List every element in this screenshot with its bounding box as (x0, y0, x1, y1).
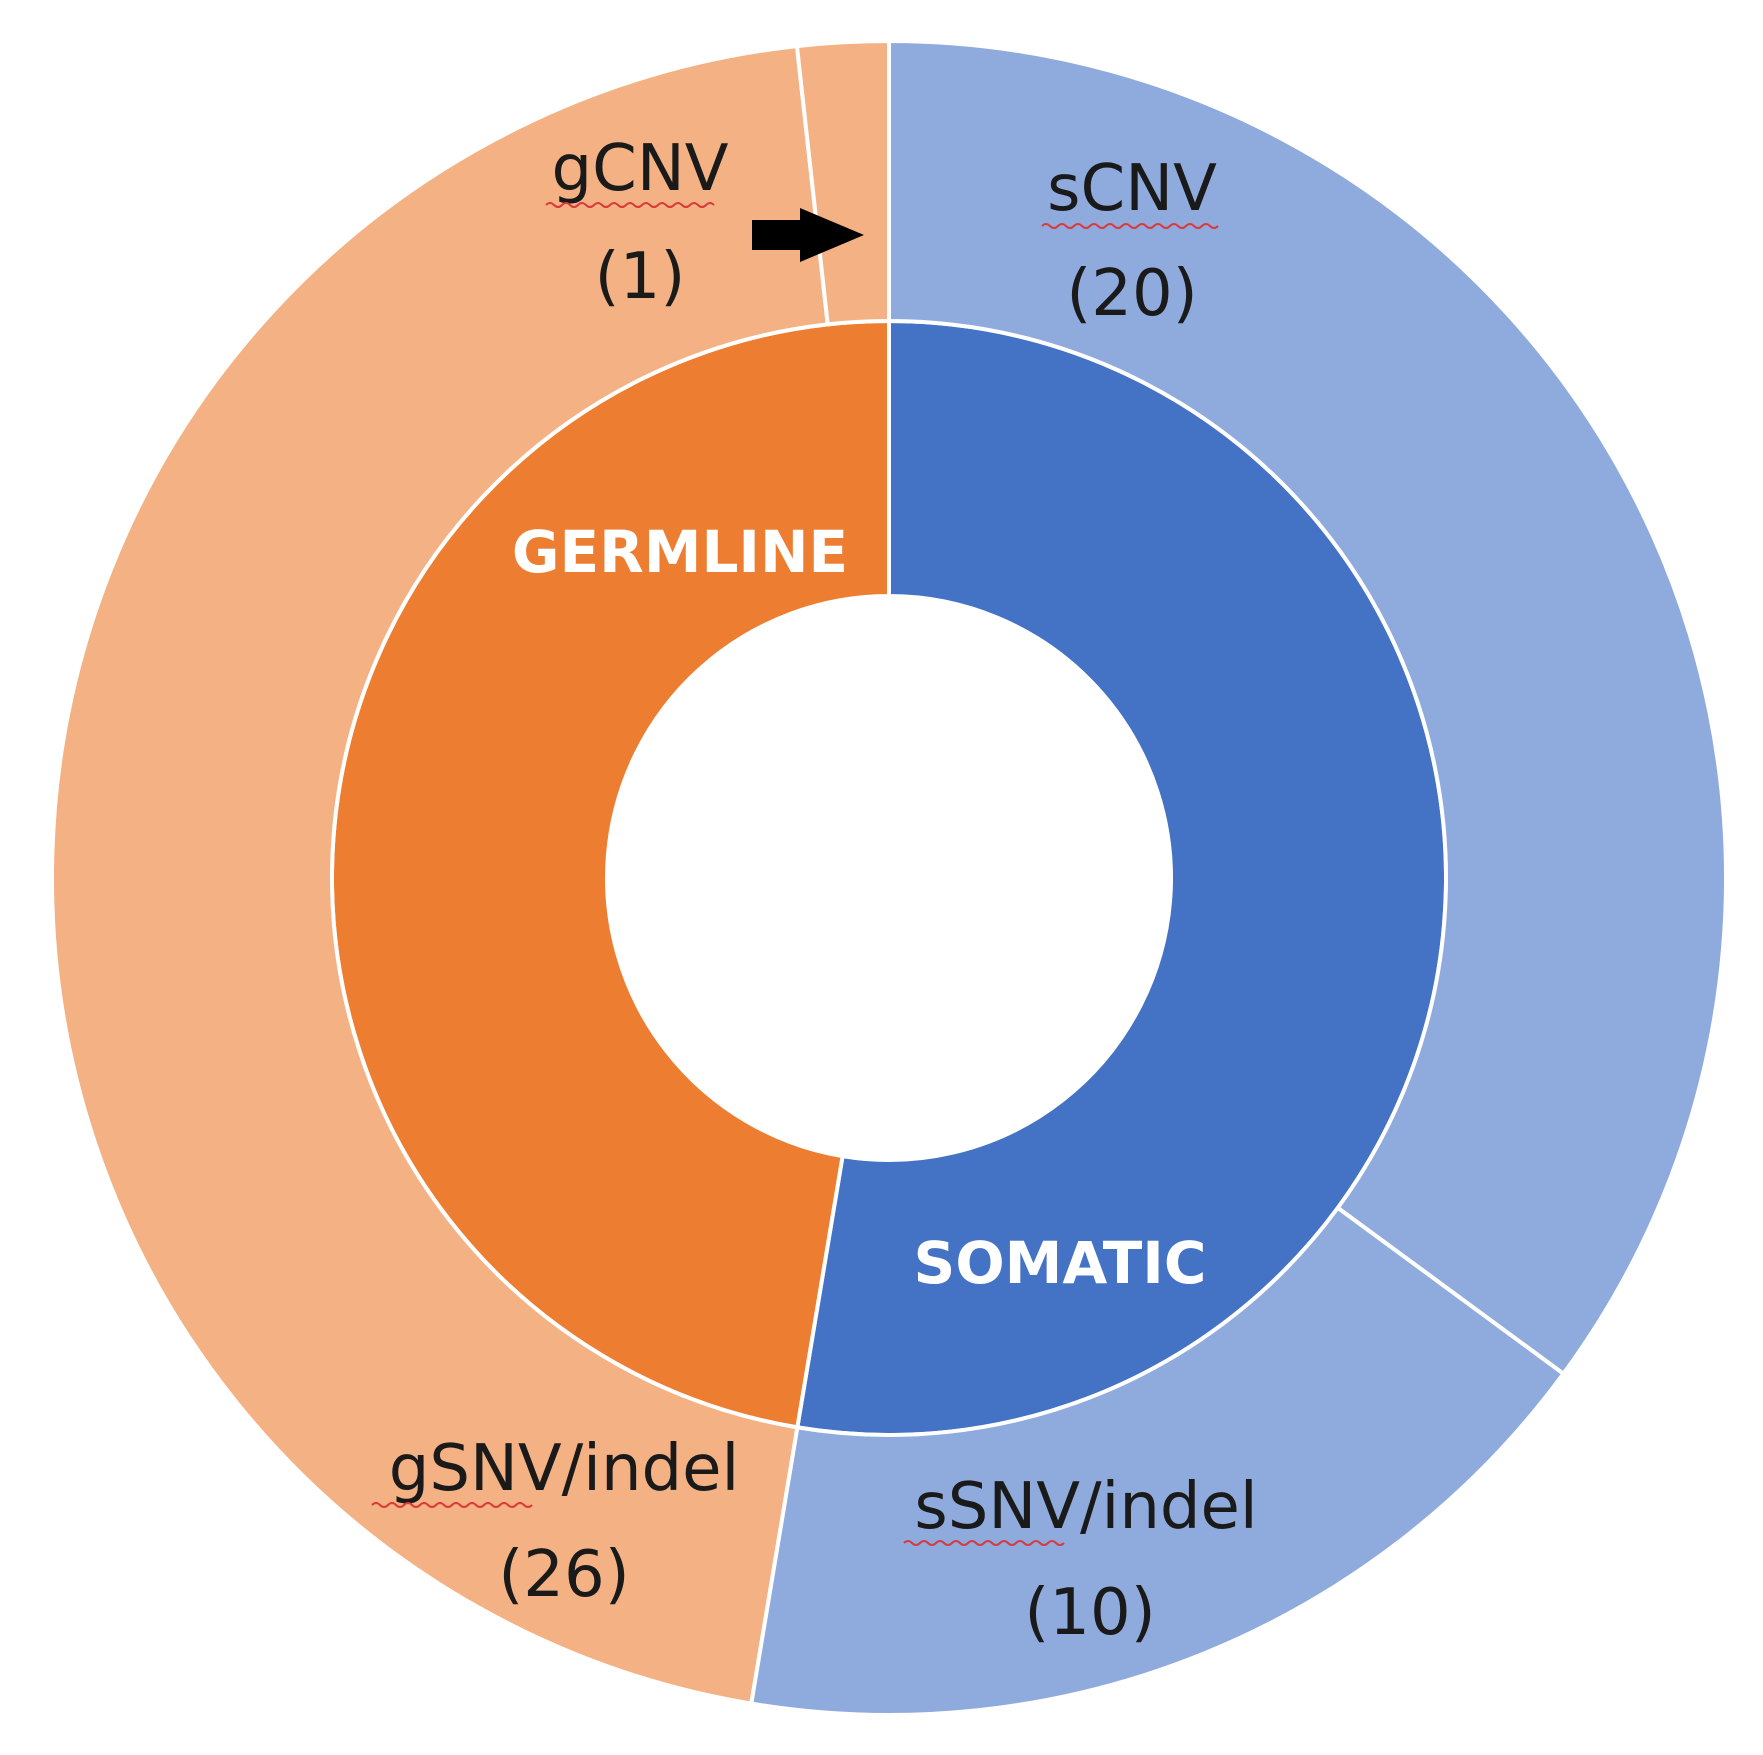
outer-slice-gsnv-indel (50, 44, 830, 1706)
inner-label-somatic: SOMATIC (914, 1229, 1207, 1297)
spellcheck-squiggle (903, 1540, 1065, 1546)
inner-ring (330, 319, 1448, 1437)
outer-label-scnv-count: (20) (1066, 257, 1197, 331)
inner-label-germline: GERMLINE (512, 518, 848, 586)
outer-label-gsnv-name: gSNV/indel (389, 1432, 740, 1506)
spellcheck-squiggle (545, 202, 715, 208)
outer-ring (50, 39, 1728, 1717)
outer-label-ssnv-count: (10) (1024, 1576, 1155, 1650)
gcnv-pointer-arrow-icon (752, 208, 864, 262)
spellcheck-squiggle (1041, 223, 1219, 229)
spellcheck-squiggle (371, 1502, 533, 1508)
outer-label-scnv-name: sCNV (1047, 152, 1217, 226)
outer-label-gsnv-count: (26) (498, 1538, 629, 1612)
outer-slice-ssnv-indel (749, 1205, 1566, 1717)
outer-label-gcnv-count: (1) (595, 240, 686, 314)
outer-label-gcnv-name: gCNV (552, 132, 729, 206)
outer-slice-scnv (887, 39, 1728, 1376)
outer-label-ssnv-name: sSNV/indel (914, 1470, 1257, 1544)
